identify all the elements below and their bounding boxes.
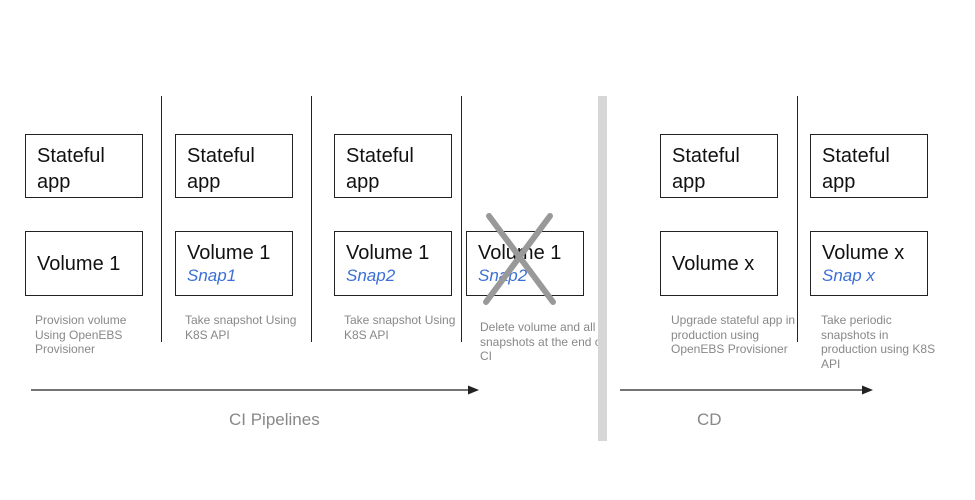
volume-box: Volume 1 [25,231,143,296]
app-label: Stateful app [346,145,414,193]
stage-divider [461,96,462,342]
cross-stroke-2 [483,213,553,305]
volume-box: Volume 1 Snap2 [334,231,452,296]
volume-box: Volume x [660,231,778,296]
stage-note: Take snapshot Using K8S API [185,313,297,342]
stage-note: Provision volume Using OpenEBS Provision… [35,313,127,356]
ci-pipelines-label: CI Pipelines [229,410,320,429]
volume-label: Volume 1 [346,242,430,264]
snapshot-label: Snap2 [346,266,396,285]
cd-arrow-head [862,385,873,395]
delete-cross-icon [483,213,556,305]
volume-label: Volume 1 [37,253,121,275]
stateful-app-box: Stateful app [660,134,778,198]
stage-note: Take periodic snapshots in production us… [821,313,936,371]
stage-divider [161,96,162,342]
app-label: Stateful app [37,145,105,193]
app-label: Stateful app [187,145,255,193]
app-label: Stateful app [822,145,890,193]
stateful-app-box: Stateful app [25,134,143,198]
ci-arrow-head [468,385,479,395]
stateful-app-box: Stateful app [175,134,293,198]
stage-note: Take snapshot Using K8S API [344,313,456,342]
stateful-app-box: Stateful app [334,134,452,198]
stage-divider [797,96,798,342]
volume-label: Volume x [672,253,755,275]
cd-label: CD [697,410,722,429]
volume-label: Volume 1 [187,242,271,264]
ci-cd-separator [598,96,607,441]
snapshot-label: Snap x [822,266,875,285]
stage-note: Upgrade stateful app in production using… [671,313,796,356]
snapshot-label: Snap1 [187,266,237,285]
volume-box: Volume 1 Snap1 [175,231,293,296]
deleted-volume-box: Volume 1 Snap2 [466,231,584,296]
stateful-app-box: Stateful app [810,134,928,198]
volume-box: Volume x Snap x [810,231,928,296]
stage-divider [311,96,312,342]
stage-note: Delete volume and all snapshots at the e… [480,320,605,363]
app-label: Stateful app [672,145,740,193]
volume-label: Volume x [822,242,905,264]
